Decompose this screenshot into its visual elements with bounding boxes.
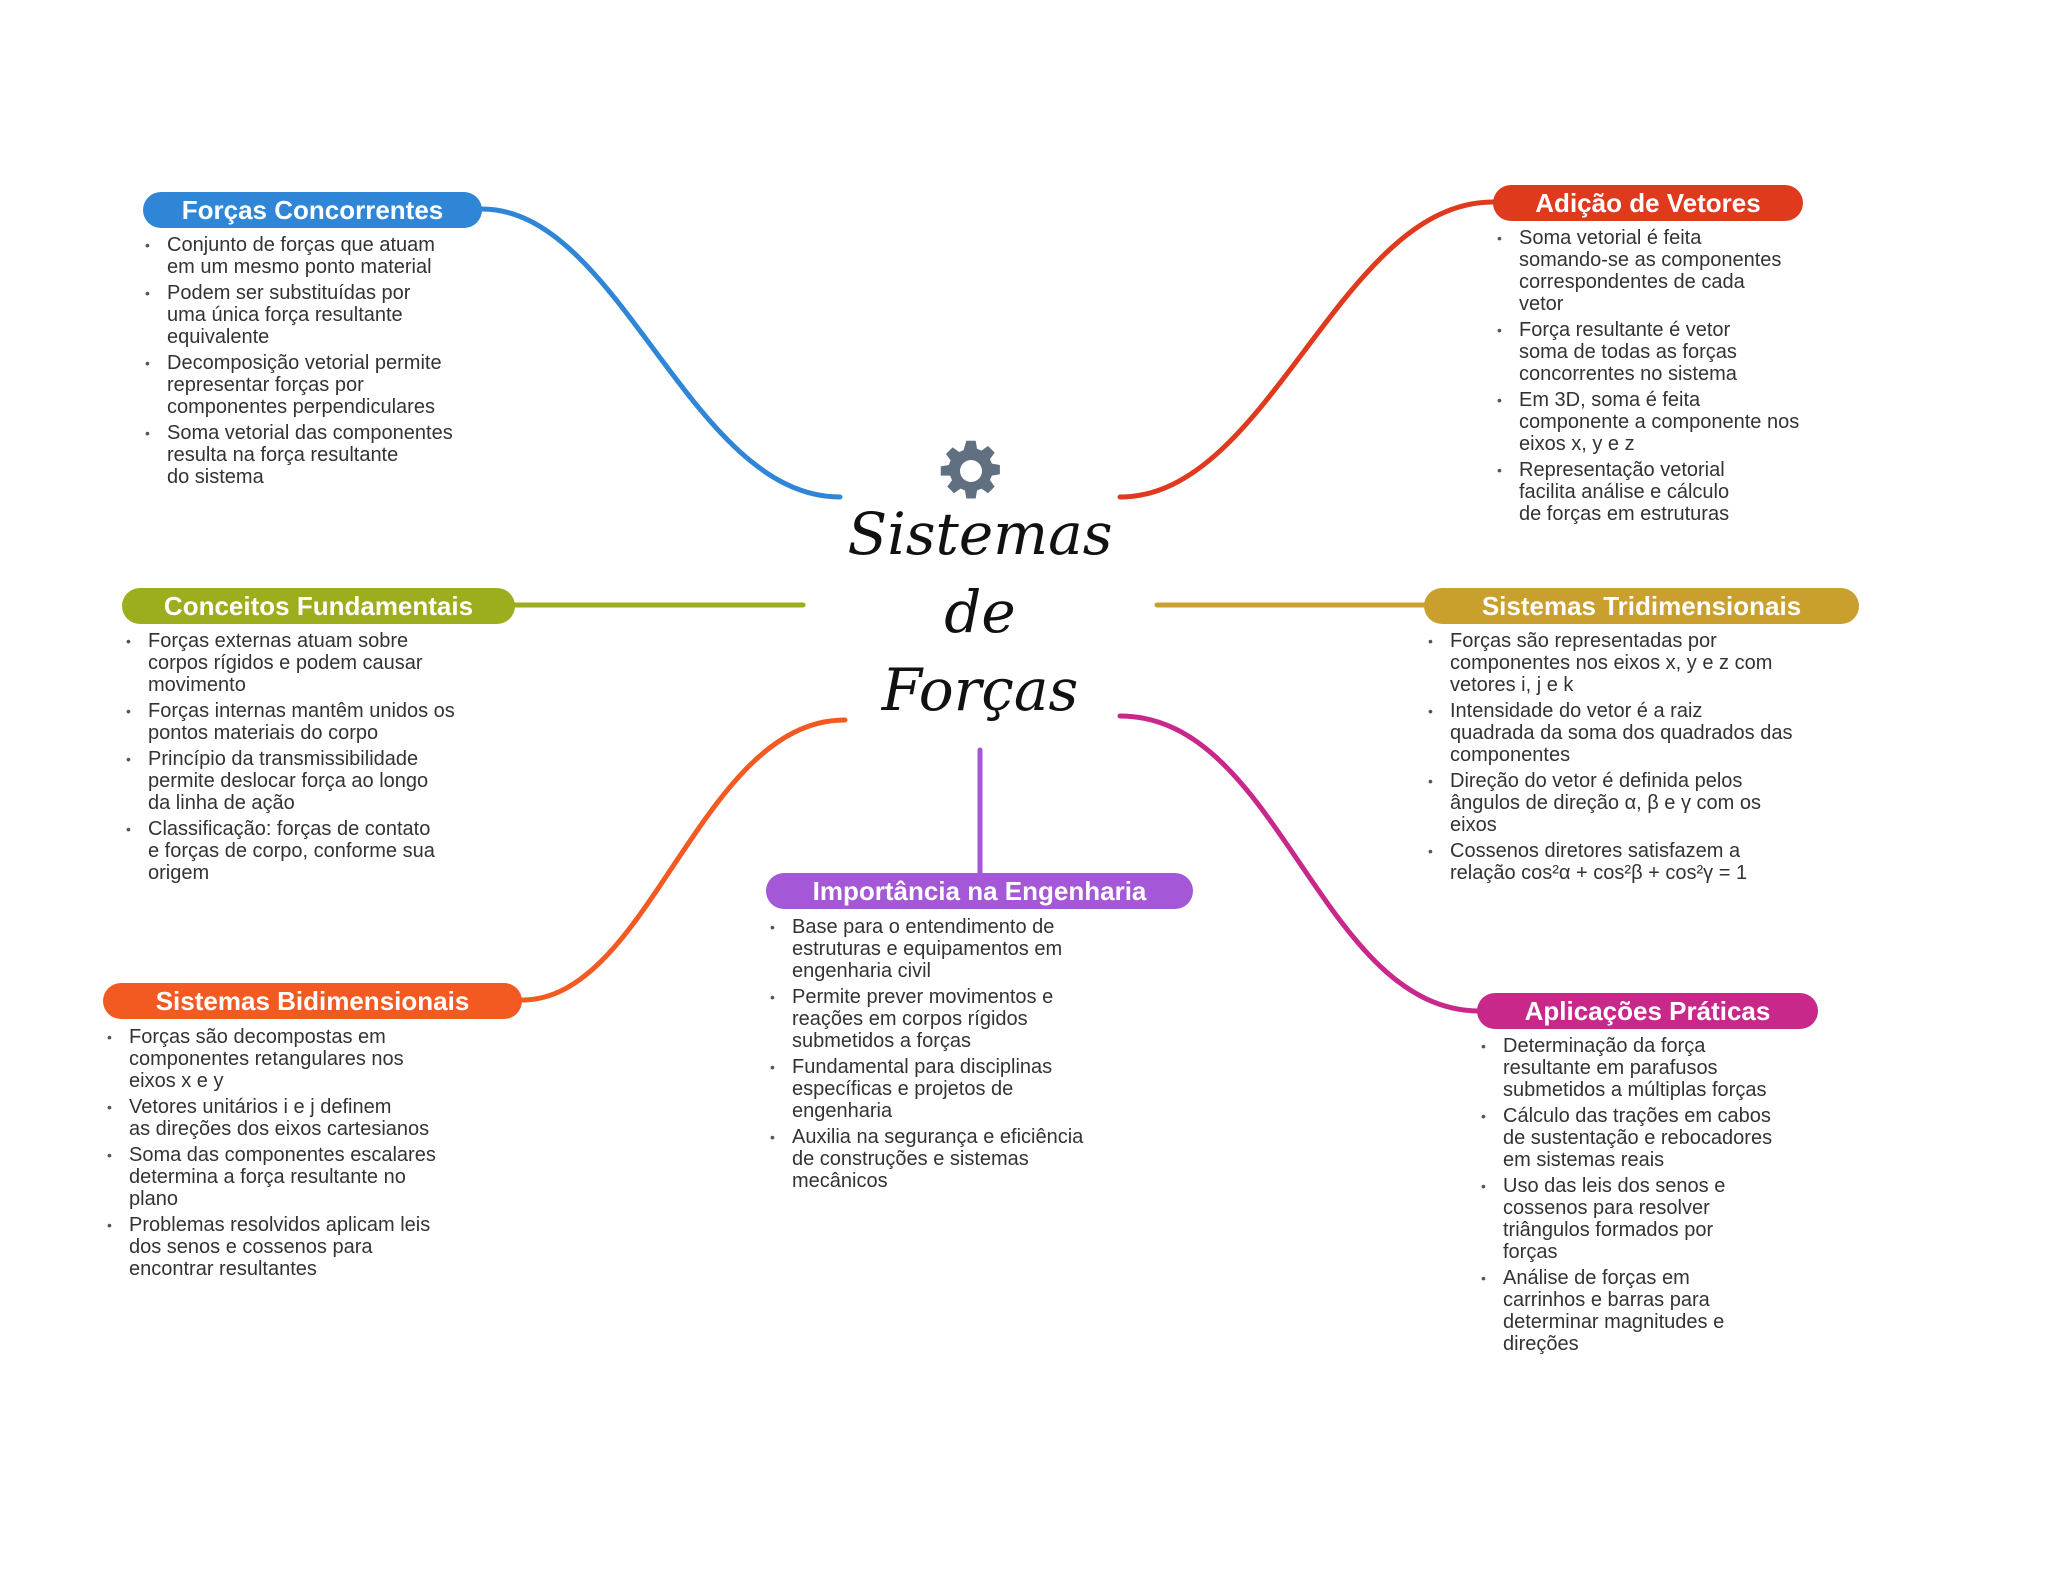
link-forcas-concorrentes	[479, 206, 843, 500]
bullet-item: Cossenos diretores satisfazem a relação …	[1426, 840, 1792, 884]
bullet-item: Classificação: forças de contato e força…	[124, 818, 455, 884]
adicao-de-vetores-list: Soma vetorial é feita somando-se as comp…	[1495, 227, 1799, 529]
bullet-item: Cálculo das trações em cabos de sustenta…	[1479, 1105, 1772, 1171]
bullet-item: Determinação da força resultante em para…	[1479, 1035, 1772, 1101]
bullet-item: Direção do vetor é definida pelos ângulo…	[1426, 770, 1792, 836]
bullet-item: Princípio da transmissibilidade permite …	[124, 748, 455, 814]
sistemas-tridimensionais-list: Forças são representadas por componentes…	[1426, 630, 1792, 888]
bullet-item: Base para o entendimento de estruturas e…	[768, 916, 1083, 982]
topic-importancia-na-engenharia[interactable]: Importância na Engenharia	[766, 873, 1193, 909]
bullet-item: Forças externas atuam sobre corpos rígid…	[124, 630, 455, 696]
bullet-item: Problemas resolvidos aplicam leis dos se…	[105, 1214, 436, 1280]
gear-icon	[940, 440, 1000, 499]
link-adicao-de-vetores	[1117, 199, 1496, 500]
importancia-na-engenharia-list: Base para o entendimento de estruturas e…	[768, 916, 1083, 1196]
bullet-item: Em 3D, soma é feita componente a compone…	[1495, 389, 1799, 455]
bullet-item: Vetores unitários i e j definem as direç…	[105, 1096, 436, 1140]
topic-conceitos-fundamentais[interactable]: Conceitos Fundamentais	[122, 588, 515, 624]
aplicacoes-praticas-list: Determinação da força resultante em para…	[1479, 1035, 1772, 1359]
bullet-item: Soma das componentes escalares determina…	[105, 1144, 436, 1210]
topic-sistemas-tridimensionais[interactable]: Sistemas Tridimensionais	[1424, 588, 1859, 624]
topic-adicao-de-vetores[interactable]: Adição de Vetores	[1493, 185, 1803, 221]
topic-sistemas-bidimensionais[interactable]: Sistemas Bidimensionais	[103, 983, 522, 1019]
conceitos-fundamentais-list: Forças externas atuam sobre corpos rígid…	[124, 630, 455, 888]
bullet-item: Forças internas mantêm unidos os pontos …	[124, 700, 455, 744]
central-title-line-1: Sistemas	[847, 500, 1113, 568]
topic-aplicacoes-praticas[interactable]: Aplicações Práticas	[1477, 993, 1818, 1029]
bullet-item: Intensidade do vetor é a raiz quadrada d…	[1426, 700, 1792, 766]
bullet-item: Análise de forças em carrinhos e barras …	[1479, 1267, 1772, 1355]
bullet-item: Fundamental para disciplinas específicas…	[768, 1056, 1083, 1122]
topic-forcas-concorrentes[interactable]: Forças Concorrentes	[143, 192, 482, 228]
bullet-item: Podem ser substituídas por uma única for…	[143, 282, 453, 348]
bullet-item: Soma vetorial das componentes resulta na…	[143, 422, 453, 488]
link-sistemas-bidimensionais	[519, 717, 848, 1003]
bullet-item: Representação vetorial facilita análise …	[1495, 459, 1799, 525]
central-title-line-3: Forças	[881, 656, 1079, 724]
bullet-item: Forças são decompostas em componentes re…	[105, 1026, 436, 1092]
bullet-item: Conjunto de forças que atuam em um mesmo…	[143, 234, 453, 278]
bullet-item: Permite prever movimentos e reações em c…	[768, 986, 1083, 1052]
link-aplicacoes-praticas	[1117, 713, 1483, 1014]
forcas-concorrentes-list: Conjunto de forças que atuam em um mesmo…	[143, 234, 453, 492]
bullet-item: Uso das leis dos senos e cossenos para r…	[1479, 1175, 1772, 1263]
bullet-item: Forças são representadas por componentes…	[1426, 630, 1792, 696]
bullet-item: Decomposição vetorial permite representa…	[143, 352, 453, 418]
central-title-line-2: de	[944, 578, 1016, 646]
bullet-item: Auxilia na segurança e eficiência de con…	[768, 1126, 1083, 1192]
sistemas-bidimensionais-list: Forças são decompostas em componentes re…	[105, 1026, 436, 1284]
bullet-item: Soma vetorial é feita somando-se as comp…	[1495, 227, 1799, 315]
bullet-item: Força resultante é vetor soma de todas a…	[1495, 319, 1799, 385]
